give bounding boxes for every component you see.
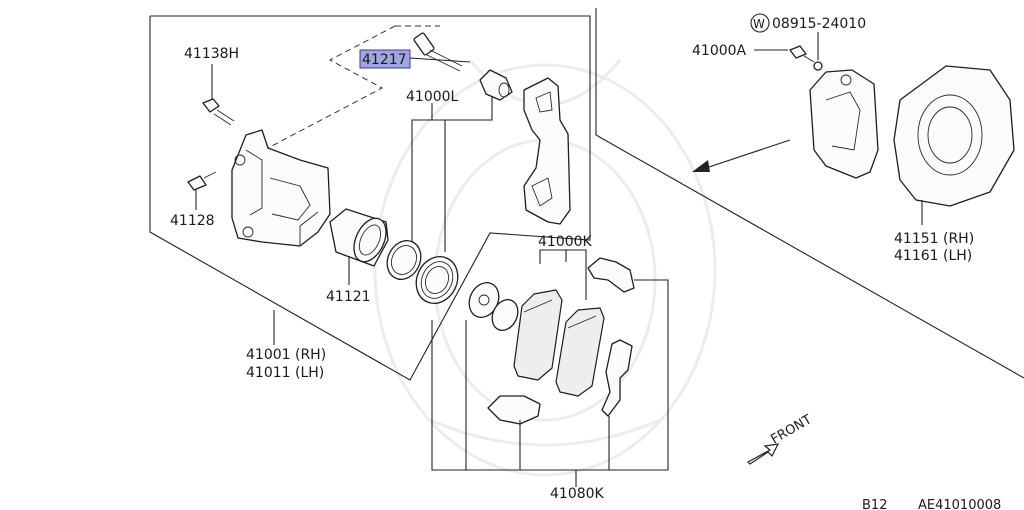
page-code: B12 [862, 498, 887, 510]
leader-41000l [411, 84, 493, 242]
label-41000k[interactable]: 41000K [538, 234, 593, 250]
label-41128[interactable]: 41128 [170, 213, 215, 229]
label-41000l[interactable]: 41000L [406, 89, 459, 105]
label-41000a[interactable]: 41000A [692, 43, 747, 59]
caliper-assembly-icon [809, 69, 879, 179]
label-41080k[interactable]: 41080K [550, 486, 605, 502]
label-41217[interactable]: 41217 [362, 52, 407, 68]
section-divider-diagonal [595, 134, 1024, 379]
pads-leader-41000k [539, 249, 587, 300]
leader-41217 [409, 57, 471, 63]
diagram-code: AE41010008 [918, 498, 1001, 510]
label-08915-24010[interactable]: 08915-24010 [772, 16, 866, 32]
label-41001-rh[interactable]: 41001 (RH) [246, 347, 326, 363]
slide-pin-41217-icon [413, 32, 463, 72]
assembly-direction-arrow [692, 139, 791, 172]
pad-clip-bottom-icon [487, 395, 541, 425]
shim-plate-icon [491, 298, 519, 332]
washer-icon [813, 61, 823, 71]
pad-clip-top-icon [587, 257, 635, 293]
bolt-41138h-icon [202, 98, 235, 126]
label-41011-lh[interactable]: 41011 (LH) [246, 365, 324, 381]
bolt-41000a-icon [789, 45, 815, 63]
dust-boot-icon [415, 256, 459, 304]
label-41151-rh[interactable]: 41151 (RH) [894, 231, 974, 247]
caliper-body-icon [231, 129, 331, 247]
brake-pad-inner-icon [513, 289, 563, 381]
pin-boot-icon [479, 69, 513, 101]
hardware-frame-41080k [431, 279, 669, 471]
label-41138h[interactable]: 41138H [184, 46, 239, 62]
bleeder-41128-icon [187, 171, 217, 191]
highlight-41217 [359, 49, 411, 69]
label-41121[interactable]: 41121 [326, 289, 371, 305]
pad-retainer-spring-icon [601, 339, 633, 417]
piston-41121-icon [329, 208, 389, 267]
label-41161-lh[interactable]: 41161 (LH) [894, 248, 972, 264]
splash-shield-icon [893, 65, 1015, 207]
brake-pad-outer-icon [555, 307, 605, 397]
front-label: FRONT [769, 412, 815, 447]
washer-callout: W [750, 13, 770, 33]
washer-symbol: W [753, 17, 765, 31]
caliper-bracket-icon [523, 77, 571, 225]
pin-dash-guide [267, 25, 396, 149]
front-arrow-icon [747, 443, 780, 465]
caliper-group-outline [149, 15, 591, 381]
